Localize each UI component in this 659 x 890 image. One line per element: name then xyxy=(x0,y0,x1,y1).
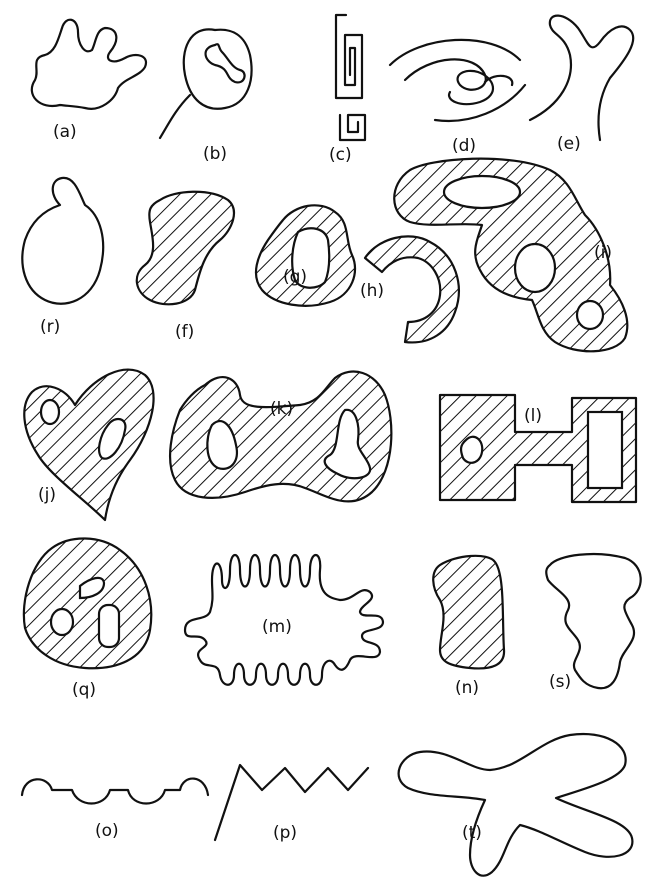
shape-a xyxy=(32,20,146,109)
label-c: (c) xyxy=(329,145,352,165)
label-r: (r) xyxy=(40,317,60,337)
shape-r xyxy=(22,178,103,304)
shape-t xyxy=(399,734,633,876)
label-j: (j) xyxy=(38,485,56,505)
label-n: (n) xyxy=(455,678,479,698)
label-d: (d) xyxy=(452,136,476,156)
label-s: (s) xyxy=(549,672,571,692)
shape-k xyxy=(170,372,391,502)
shape-q xyxy=(24,538,151,668)
label-t: (t) xyxy=(462,823,482,843)
shape-s xyxy=(546,554,640,688)
label-k: (k) xyxy=(270,399,293,419)
label-a: (a) xyxy=(53,122,77,142)
label-i: (i) xyxy=(594,243,612,263)
shape-g xyxy=(256,205,355,305)
label-b: (b) xyxy=(203,144,227,164)
label-h: (h) xyxy=(360,281,384,301)
shape-e xyxy=(530,16,633,140)
label-e: (e) xyxy=(557,134,581,154)
label-g: (g) xyxy=(283,267,307,287)
label-f: (f) xyxy=(175,322,194,342)
shape-d xyxy=(390,40,525,121)
shape-o xyxy=(22,779,208,804)
shape-f xyxy=(137,192,234,305)
label-q: (q) xyxy=(72,680,96,700)
shape-c xyxy=(336,15,365,140)
label-p: (p) xyxy=(273,823,297,843)
label-m: (m) xyxy=(262,617,292,637)
shape-n xyxy=(433,556,504,669)
label-o: (o) xyxy=(95,821,119,841)
shape-b xyxy=(160,29,252,138)
label-l: (l) xyxy=(524,406,542,426)
